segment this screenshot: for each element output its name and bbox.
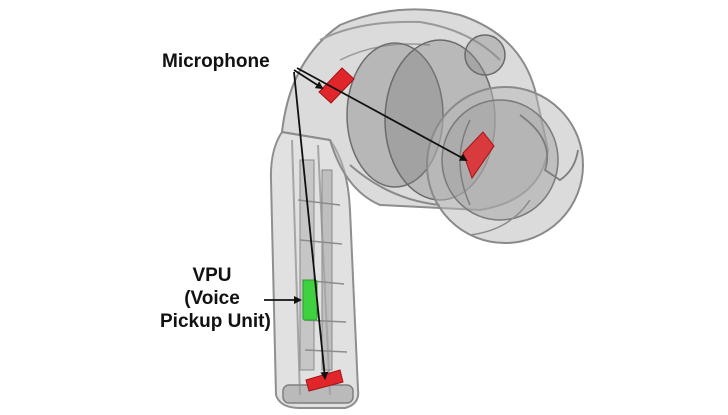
arrow-to-bottom-microphone <box>293 71 329 380</box>
microphone-top <box>318 67 355 104</box>
microphone-bottom <box>305 369 344 392</box>
vpu-label-line3: Pickup Unit) <box>160 311 271 332</box>
vpu-label: VPU (Voice Pickup Unit) <box>160 264 271 333</box>
vpu-label-line2: (Voice <box>184 288 240 309</box>
microphone-label: Microphone <box>162 51 270 72</box>
microphone-inner <box>462 131 495 180</box>
arrow-to-top-microphone <box>293 69 324 90</box>
arrow-to-inner-microphone <box>296 67 468 161</box>
ear-tip <box>426 86 584 244</box>
vpu-label-line1: VPU <box>192 265 232 286</box>
microphone-arrows <box>293 67 468 380</box>
